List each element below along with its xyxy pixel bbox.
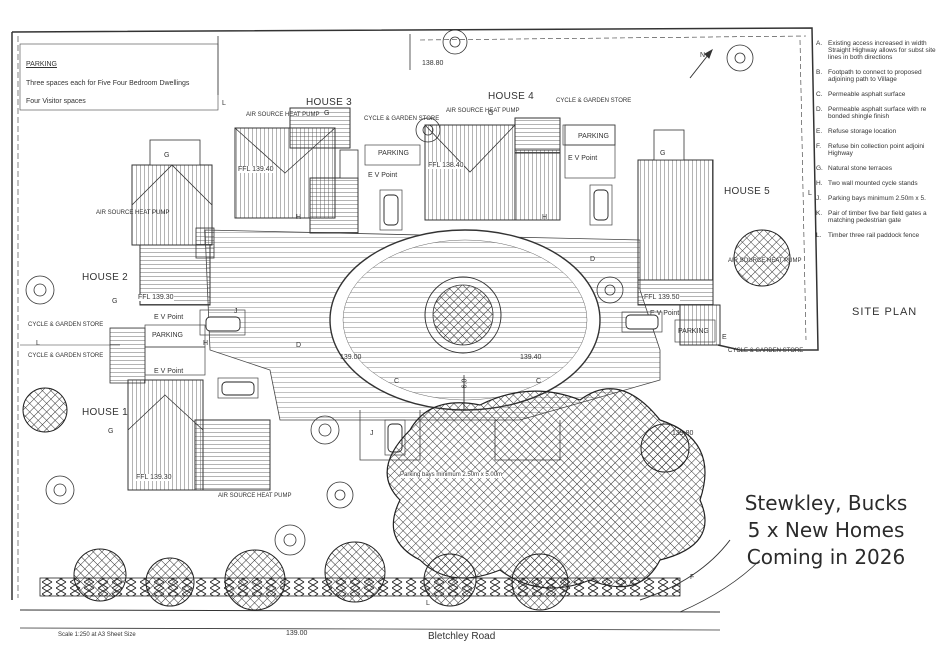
code-h-h3: H xyxy=(296,214,302,221)
cycle-store-h3: CYCLE & GARDEN STORE xyxy=(364,116,440,122)
code-j-h2: J xyxy=(234,308,238,315)
promo-line-homes: 5 x New Homes xyxy=(747,518,905,542)
cycle-store-h2: CYCLE & GARDEN STORE xyxy=(28,322,104,328)
house-5-label: HOUSE 5 xyxy=(724,186,771,197)
code-g-h5: G xyxy=(660,150,666,157)
parking-note-box xyxy=(19,43,219,111)
code-g-h3: G xyxy=(324,110,330,117)
legend-item-h: H.Two wall mounted cycle stands xyxy=(816,180,918,187)
woodland-canopy xyxy=(386,388,706,589)
parking-bays-note: Parking bays minimum 2.50m x 5.00m xyxy=(400,472,503,478)
house-3-ffl: FFL 139.40 xyxy=(238,166,274,173)
level-road: 139.00 xyxy=(286,630,308,637)
cycle-store-h5: CYCLE & GARDEN STORE xyxy=(728,348,804,354)
north-label: N xyxy=(700,52,706,59)
code-j-mid: J xyxy=(370,430,374,437)
air-source-h3: AIR SOURCE HEAT PUMP xyxy=(246,112,320,118)
house-1-footprint xyxy=(109,327,271,491)
parking-label-h5: PARKING xyxy=(678,328,709,335)
code-e: E xyxy=(722,334,727,341)
parking-note-line2: Four Visitor spaces xyxy=(26,98,86,105)
legend-item-d: D.Permeable asphalt surface with re bond… xyxy=(816,106,927,120)
legend-item-j: J.Parking bays minimum 2.50m x 5. xyxy=(816,195,926,202)
scale-note: Scale 1:250 at A3 Sheet Size xyxy=(58,632,136,638)
dimension-6m: 6.0 xyxy=(461,378,469,389)
level-left-drive: 139.00 xyxy=(340,354,362,361)
trees xyxy=(22,229,791,611)
code-d-right: D xyxy=(590,256,596,263)
parking-note-heading: PARKING xyxy=(26,61,57,68)
code-c-left: C xyxy=(394,378,400,385)
house-4-footprint xyxy=(424,117,616,221)
ev-point-h3: E V Point xyxy=(368,172,398,179)
parking-label-h3: PARKING xyxy=(378,150,409,157)
code-h-h4: H xyxy=(542,214,548,221)
ev-point-h5: E V Point xyxy=(650,310,680,317)
code-g-h2: G xyxy=(164,152,170,159)
parking-label-h4: PARKING xyxy=(578,133,609,140)
code-h-h2: H xyxy=(203,340,209,347)
code-l-right: L xyxy=(808,190,812,197)
legend-item-c: C.Permeable asphalt surface xyxy=(816,91,906,98)
ev-point-h1: E V Point xyxy=(154,368,184,375)
promo-block: Stewkley, Bucks 5 x New Homes Coming in … xyxy=(736,490,916,571)
legend-item-g: G.Natural stone terraces xyxy=(816,165,892,172)
code-g-h1: G xyxy=(108,428,114,435)
small-trees xyxy=(25,29,754,556)
house-4-ffl: FFL 138.40 xyxy=(428,162,464,169)
legend-item-l: L.Timber three rail paddock fence xyxy=(816,232,920,239)
house-2-ffl: FFL 139.30 xyxy=(138,294,174,301)
north-arrow xyxy=(689,48,713,79)
code-l-road: L xyxy=(426,600,430,607)
promo-line-location: Stewkley, Bucks xyxy=(744,491,908,515)
house-1-label: HOUSE 1 xyxy=(82,407,129,418)
cycle-store-h4: CYCLE & GARDEN STORE xyxy=(556,98,632,104)
level-top: 138.80 xyxy=(422,60,444,67)
house-3-footprint xyxy=(234,107,359,234)
legend-item-e: E.Refuse storage location xyxy=(816,128,897,135)
house-2-footprint xyxy=(131,139,215,306)
air-source-h5: AIR SOURCE HEAT PUMP xyxy=(728,258,802,264)
driveway xyxy=(204,229,661,461)
house-5-footprint xyxy=(637,129,721,346)
house-5-ffl: FFL 139.50 xyxy=(644,294,680,301)
level-right-edge: 139.80 xyxy=(672,430,694,437)
code-f: F xyxy=(690,574,695,581)
code-g-h4: G xyxy=(488,110,494,117)
level-right-drive: 139.40 xyxy=(520,354,542,361)
house-1-ffl: FFL 139.30 xyxy=(136,474,172,481)
air-source-h2: AIR SOURCE HEAT PUMP xyxy=(96,210,170,216)
air-source-h1: AIR SOURCE HEAT PUMP xyxy=(218,493,292,499)
code-l-top: L xyxy=(222,100,226,107)
promo-line-date: Coming in 2026 xyxy=(746,545,906,569)
site-boundary xyxy=(11,27,819,600)
house-4-label: HOUSE 4 xyxy=(488,91,535,102)
parking-bays xyxy=(144,124,716,456)
code-d-left: D xyxy=(296,342,302,349)
parking-note-line1: Three spaces each for Five Four Bedroom … xyxy=(26,80,190,87)
legend-item-b: B.Footpath to connect to proposed adjoin… xyxy=(816,69,922,83)
house-2-label: HOUSE 2 xyxy=(82,272,129,283)
code-l-left: L xyxy=(36,340,40,347)
house-3-label: HOUSE 3 xyxy=(306,97,353,108)
code-c-right: C xyxy=(536,378,542,385)
site-plan-title: SITE PLAN xyxy=(852,306,918,318)
cycle-store-h1: CYCLE & GARDEN STORE xyxy=(28,353,104,359)
legend-item-f: F.Refuse bin collection point adjoini Hi… xyxy=(816,143,925,157)
legend-item-k: K.Pair of timber five bar field gates a … xyxy=(816,210,927,224)
parking-label-h1: PARKING xyxy=(152,332,183,339)
code-g-h2b: G xyxy=(112,298,118,305)
legend-item-a: A.Existing access increased in width Str… xyxy=(816,40,936,61)
parked-cars xyxy=(205,189,659,453)
air-source-h4: AIR SOURCE HEAT PUMP xyxy=(446,108,520,114)
legend: A.Existing access increased in width Str… xyxy=(816,40,940,247)
road-name: Bletchley Road xyxy=(428,631,496,642)
ev-point-h2: E V Point xyxy=(154,314,184,321)
ev-point-h4: E V Point xyxy=(568,155,598,162)
